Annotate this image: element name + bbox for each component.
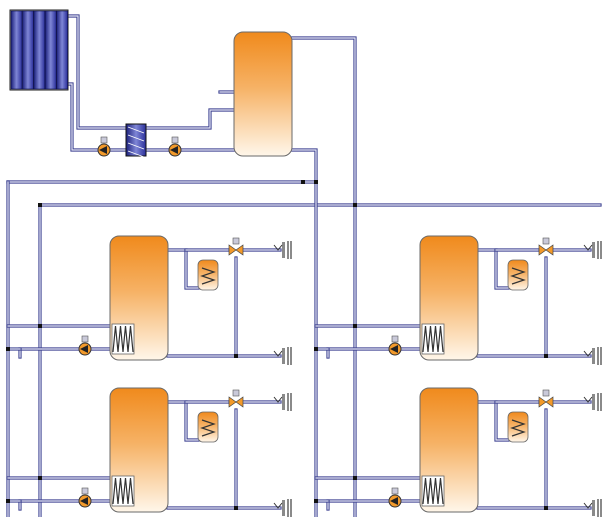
junction-node bbox=[38, 324, 42, 328]
junction-node bbox=[6, 499, 10, 503]
junction-node bbox=[6, 347, 10, 351]
junction-node bbox=[353, 324, 357, 328]
circulation-pump-icon bbox=[388, 335, 402, 356]
water-heater-icon bbox=[197, 411, 219, 443]
coil-return-2 bbox=[18, 499, 114, 511]
heating-coil-icon bbox=[111, 475, 135, 507]
junction-node bbox=[353, 476, 357, 480]
dhw-hot-4 bbox=[476, 400, 510, 442]
heating-coil-icon bbox=[421, 475, 445, 507]
mixing-valve-icon bbox=[538, 389, 554, 408]
circulation-pump-icon bbox=[78, 335, 92, 356]
circulation-pump-icon bbox=[78, 487, 92, 508]
junction-node bbox=[544, 354, 548, 358]
tap-icon bbox=[583, 393, 602, 411]
tap-icon bbox=[583, 241, 602, 259]
plate-heat-exchanger-icon bbox=[125, 123, 147, 158]
tap-icon bbox=[273, 347, 292, 365]
junction-node bbox=[234, 506, 238, 510]
buffer-tank-icon bbox=[233, 31, 293, 157]
buffer-supply-riser bbox=[290, 36, 357, 207]
tap-icon bbox=[583, 499, 602, 517]
heating-coil-icon bbox=[111, 323, 135, 355]
dhw-hot-3 bbox=[476, 248, 510, 290]
water-heater-icon bbox=[507, 411, 529, 443]
buffer-return bbox=[290, 148, 318, 184]
tap-icon bbox=[273, 499, 292, 517]
tap-icon bbox=[273, 393, 292, 411]
solar-loop-top bbox=[66, 14, 238, 130]
circulation-pump-icon bbox=[97, 136, 111, 157]
junction-node bbox=[314, 499, 318, 503]
tap-icon bbox=[273, 241, 292, 259]
solar-collector-icon bbox=[9, 9, 69, 91]
junction-node bbox=[234, 354, 238, 358]
circulation-pump-icon bbox=[388, 487, 402, 508]
coil-return-1 bbox=[18, 347, 114, 359]
junction-node bbox=[301, 180, 305, 184]
junction-node bbox=[314, 347, 318, 351]
coil-return-4 bbox=[326, 499, 424, 511]
mixing-valve-icon bbox=[228, 237, 244, 256]
junction-node bbox=[314, 180, 318, 184]
junction-node bbox=[38, 203, 42, 207]
mixing-valve-icon bbox=[228, 389, 244, 408]
components-layer bbox=[9, 9, 602, 517]
tap-icon bbox=[583, 347, 602, 365]
junction-node bbox=[544, 506, 548, 510]
junction-node bbox=[38, 476, 42, 480]
circulation-pump-icon bbox=[168, 136, 182, 157]
junction-node bbox=[353, 203, 357, 207]
junction-nodes bbox=[6, 180, 548, 510]
dhw-hot-1 bbox=[166, 248, 200, 290]
heating-coil-icon bbox=[421, 323, 445, 355]
water-heater-icon bbox=[507, 259, 529, 291]
coil-return-3 bbox=[326, 347, 424, 359]
water-heater-icon bbox=[197, 259, 219, 291]
mixing-valve-icon bbox=[538, 237, 554, 256]
dhw-hot-2 bbox=[166, 400, 200, 442]
